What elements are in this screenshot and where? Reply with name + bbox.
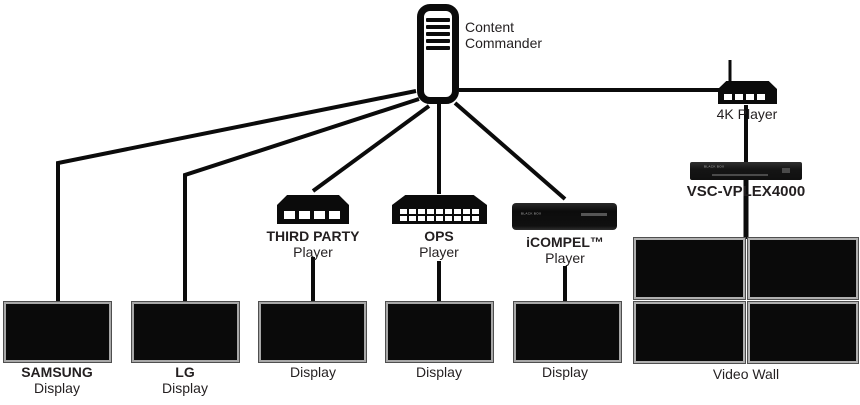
samsung-display-text: Display [34,380,80,396]
ops-player-type: Player [419,244,459,260]
display-4-label: Display [416,364,462,380]
video-wall-icon [634,238,858,363]
video-wall-panel [634,302,745,363]
display-4-screen [386,302,493,362]
samsung-display-screen [4,302,111,362]
third-party-player-label: THIRD PARTY Player [258,228,368,260]
ops-player-name: OPS [424,228,454,244]
third-party-player-icon [277,195,349,224]
content-commander-server-icon [417,4,459,104]
video-wall-label: Video Wall [712,366,780,382]
lg-display-screen [132,302,239,362]
ops-player-icon [392,195,487,224]
video-wall-panel [634,238,745,299]
icompel-brand-text: BLACK BOX [521,212,542,216]
samsung-display-label: SAMSUNG Display [0,364,117,396]
ops-player-label: OPS Player [384,228,494,260]
lg-display-text: Display [162,380,208,396]
display-3-screen [259,302,366,362]
4k-player-label: 4K Player [716,106,778,122]
4k-player-icon [718,81,777,104]
vplex-label: VSC-VPLEX4000 [686,183,806,200]
lg-display-label: LG Display [125,364,245,396]
icompel-front-detail [581,213,607,216]
content-commander-label-line2: Commander [465,35,543,51]
third-party-player-top [277,195,349,205]
icompel-player-icon: BLACK BOX [512,203,617,230]
vplex-front-detail [712,174,768,176]
samsung-display-brand: SAMSUNG [21,364,93,380]
third-party-player-type: Player [293,244,333,260]
display-3-label: Display [290,364,336,380]
icompel-player-type: Player [545,250,585,266]
ops-player-body [392,205,487,224]
server-slat [426,18,450,22]
server-slat [426,32,450,36]
vplex-processor-icon: BLACK BOX [690,162,802,180]
server-slat [426,25,450,29]
connector-server-to-third-party-player [311,104,431,193]
icompel-player-label: iCOMPEL™ Player [510,234,620,266]
connector-server-to-samsung-display [56,89,417,302]
connector-server-to-lg-display [183,97,420,302]
4k-player-top [718,81,777,89]
lg-display-brand: LG [175,364,195,380]
third-party-player-name: THIRD PARTY [266,228,360,244]
ops-player-top [392,195,487,205]
server-slat [426,39,450,43]
server-slat [426,46,450,50]
third-party-player-body [277,205,349,224]
4k-player-body [718,89,777,104]
icompel-player-name: iCOMPEL™ [526,234,604,250]
video-wall-panel [747,238,858,299]
display-5-label: Display [542,364,588,380]
ops-player-vent [400,208,479,221]
connector-server-to-icompel-player [453,101,567,201]
display-5-screen [514,302,621,362]
video-wall-panel [747,302,858,363]
vplex-brand-text: BLACK BOX [704,165,725,169]
content-commander-label-line1: Content [465,19,515,35]
content-commander-label: Content Commander [465,19,542,51]
vplex-front-badge [782,168,790,173]
